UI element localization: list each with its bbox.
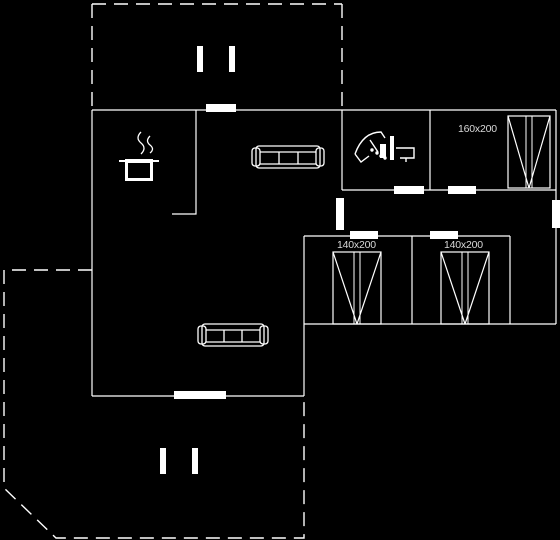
toilet-icon (390, 136, 415, 162)
shower-icon (354, 131, 387, 163)
bedroom-1: 160x200 (458, 115, 551, 189)
window-marker (350, 231, 378, 239)
openings (174, 104, 560, 399)
bedroom-3: 140x200 (440, 239, 490, 325)
door-opening (229, 46, 235, 72)
bed-size-label: 140x200 (337, 239, 376, 251)
door-opening (197, 46, 203, 72)
bedroom-2: 140x200 (332, 239, 382, 325)
sofa-icon (197, 323, 269, 347)
terrace-left (3, 269, 305, 539)
door-opening (160, 448, 166, 474)
door-opening (192, 448, 198, 474)
window-marker (448, 186, 476, 194)
bed-icon (332, 251, 382, 325)
door-marks (160, 46, 235, 474)
terrace-top (91, 3, 343, 110)
cooking-pot-icon (119, 131, 159, 181)
bed-icon (440, 251, 490, 325)
window-marker (206, 104, 236, 112)
window-marker (336, 198, 344, 230)
bed-icon (507, 115, 551, 189)
sofa-icon (251, 145, 325, 169)
window-marker (174, 391, 226, 399)
window-marker (430, 231, 458, 239)
window-marker (552, 200, 560, 228)
bed-size-label: 140x200 (444, 239, 483, 251)
window-marker (394, 186, 424, 194)
bed-size-label: 160x200 (458, 123, 497, 135)
